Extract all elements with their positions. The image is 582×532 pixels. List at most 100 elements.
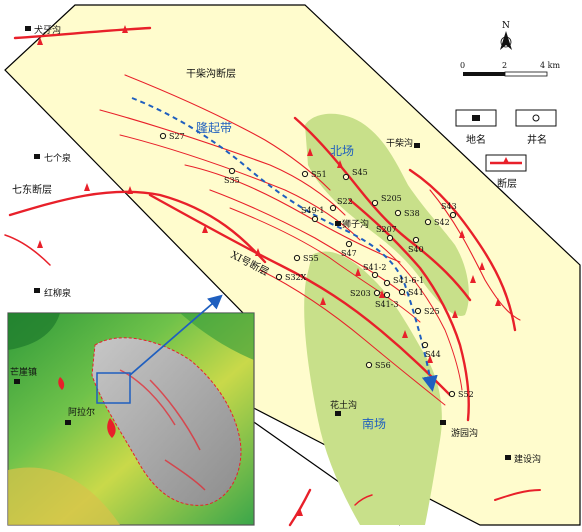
scale-bar: 0 2 4 km <box>460 61 560 77</box>
place-label-qigequan: 七个泉 <box>44 152 71 164</box>
well-label: S35 <box>224 176 240 185</box>
fault-mid-b <box>209 189 406 296</box>
fault-tick <box>355 268 361 276</box>
place-label-honglianquan: 红柳泉 <box>44 287 71 299</box>
place-label-jianshegou: 建设沟 <box>514 453 541 465</box>
well-s207: S207 <box>376 225 397 242</box>
well-label: S207 <box>376 225 397 234</box>
well-s47: S47 <box>341 240 357 258</box>
fault-tick <box>202 225 208 233</box>
fault-mid-c <box>229 207 421 323</box>
well-s56: S56 <box>365 361 391 370</box>
place-label-shizigou: 狮子沟 <box>342 218 369 230</box>
well-s49-1: S49-1 <box>301 206 324 223</box>
well-s44: S44 <box>421 341 441 359</box>
uplift-belt-label: 隆起带 <box>196 120 232 135</box>
well-marker <box>449 211 457 219</box>
well-marker <box>228 167 236 175</box>
well-label: S44 <box>425 350 441 359</box>
well-marker <box>448 390 456 398</box>
well-s27: S27 <box>159 132 185 141</box>
scale-label-4: 4 km <box>540 61 560 70</box>
well-s40: S40 <box>408 236 424 254</box>
well-marker <box>424 218 432 226</box>
place-label-quanyagou: 犬牙沟 <box>34 24 61 36</box>
well-s22: S22 <box>329 197 353 212</box>
nanchang-zone <box>304 251 442 525</box>
inset-basin <box>91 337 242 506</box>
place-marker-ganchaigou <box>414 143 420 148</box>
well-label: S32X <box>285 273 307 282</box>
legend-place-label: 地名 <box>466 133 486 146</box>
well-s38: S38 <box>394 209 420 218</box>
well-marker <box>293 254 301 262</box>
well-label: S27 <box>169 132 185 141</box>
well-marker <box>394 209 402 217</box>
scale-label-2: 2 <box>502 61 507 70</box>
well-marker <box>301 170 309 178</box>
north-arrow-icon <box>500 31 512 50</box>
well-label: S41-3 <box>375 300 398 309</box>
well-marker <box>345 240 353 248</box>
well-label: S40 <box>408 245 424 254</box>
fault-east-d <box>429 189 521 321</box>
well-label: S56 <box>375 361 391 370</box>
place-marker-shizigou <box>335 221 341 226</box>
place-marker-honglianquan <box>34 288 40 293</box>
fault-tick <box>297 508 303 516</box>
well-marker <box>383 279 391 287</box>
fault-label-ganchaigou: 干柴沟断层 <box>186 67 236 80</box>
beichang-label: 北场 <box>330 144 354 158</box>
legend-well-label: 井名 <box>527 133 547 146</box>
scale-label-0: 0 <box>460 61 465 70</box>
well-marker <box>421 341 429 349</box>
beichang-zone <box>305 113 469 316</box>
fault-lower-a <box>259 269 446 406</box>
fault-south-small <box>354 494 373 506</box>
well-label: S42 <box>434 218 450 227</box>
fault-quanyagou <box>13 26 152 40</box>
fault-tick <box>470 275 476 283</box>
fault-tick <box>122 25 128 33</box>
place-marker-quanyagou <box>25 26 31 31</box>
fault-honglianquan <box>4 234 51 266</box>
inset-place-label-mangya: 芒崖镇 <box>10 366 37 378</box>
fault-tick <box>427 355 433 363</box>
fault-tick <box>37 37 43 45</box>
fault-tick <box>320 297 326 305</box>
well-label: S203 <box>350 289 371 298</box>
well-marker <box>383 291 391 299</box>
well-label: S38 <box>404 209 420 218</box>
inset-map: 芒崖镇 阿拉尔 <box>7 294 255 526</box>
fault-ganchaigou-c <box>119 134 361 241</box>
well-marker <box>412 236 420 244</box>
fault-southeast <box>494 489 541 501</box>
fault-tick <box>255 248 261 256</box>
well-marker <box>311 215 319 223</box>
well-s43: S43 <box>441 202 457 219</box>
well-s32x: S32X <box>275 273 307 282</box>
well-marker <box>275 273 283 281</box>
inset-location-box <box>96 372 131 404</box>
well-s45: S45 <box>342 168 368 181</box>
fault-ganchaigou-b <box>99 109 346 216</box>
well-label: S41 <box>408 288 424 297</box>
legend: 地名 井名 断层 <box>455 109 557 190</box>
well-s41-2: S41-2 <box>363 263 386 279</box>
fault-lines <box>4 26 541 527</box>
place-markers <box>25 26 511 460</box>
well-label: S25 <box>424 307 440 316</box>
well-s25: S25 <box>414 307 440 316</box>
fault-ticks <box>37 25 501 516</box>
fault-south <box>288 488 312 527</box>
fault-tick <box>459 230 465 238</box>
well-s41-3: S41-3 <box>375 291 398 309</box>
well-marker <box>371 199 379 207</box>
fault-tick <box>337 160 343 168</box>
fault-east-b <box>348 198 470 422</box>
well-label: S205 <box>381 194 402 203</box>
north-label: N <box>502 21 510 31</box>
nanchang-label: 南场 <box>362 416 386 431</box>
fault-mid-a <box>184 164 401 263</box>
